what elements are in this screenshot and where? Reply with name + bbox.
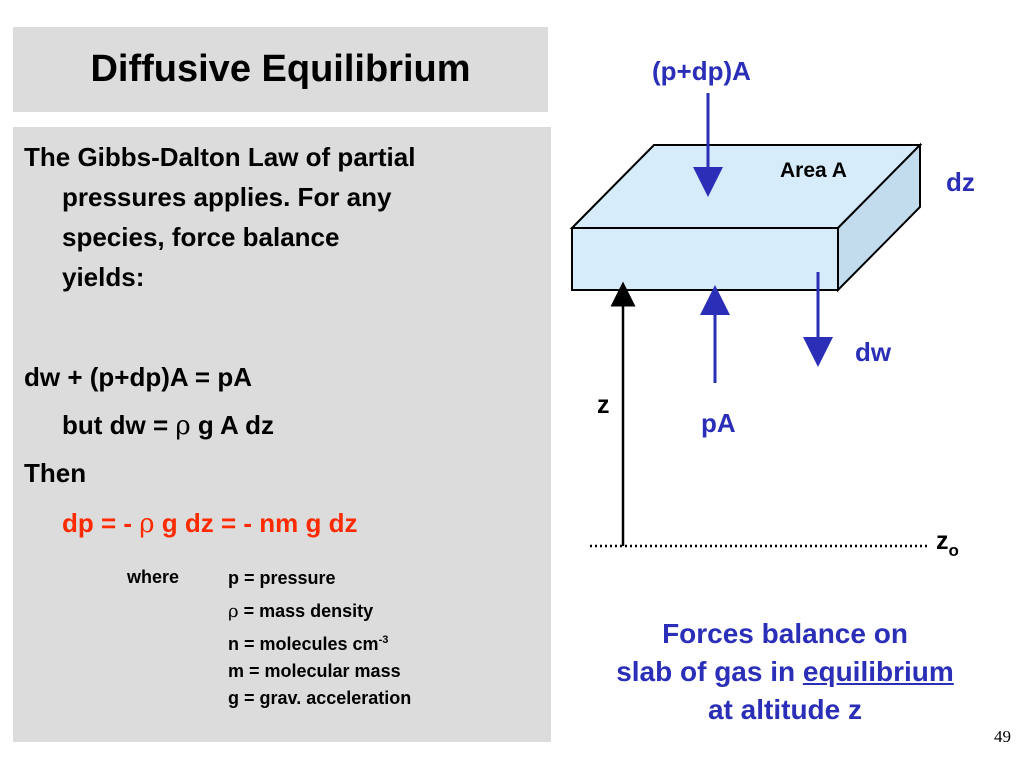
intro-line-4: yields: [62, 262, 145, 292]
definition-n: n = molecules cm-3 [228, 633, 388, 655]
equation-force-balance: dw + (p+dp)A = pA [24, 362, 252, 392]
equation-weight: but dw = ρ g A dz [62, 410, 274, 441]
equation-weight-prefix: but dw = [62, 410, 176, 440]
equation-result-b: g dz = - nm g dz [154, 508, 358, 538]
intro-line-2: pressures applies. For any [62, 182, 392, 212]
definition-n-exponent: -3 [378, 634, 389, 646]
caption-line-3: at altitude z [707, 694, 862, 725]
intro-line-3: species, force balance [62, 222, 340, 252]
dw-label: dw [855, 337, 892, 367]
equation-result-a: dp = - [62, 508, 140, 538]
reference-altitude-sub: o [949, 541, 959, 560]
caption-equilibrium: equilibrium [802, 656, 954, 687]
slab-front-face [571, 227, 839, 291]
where-label: where [127, 567, 180, 587]
diagram-caption: Forces balance on slab of gas in equilib… [575, 615, 995, 729]
title-box: Diffusive Equilibrium [13, 27, 548, 112]
equation-result: dp = - ρ g dz = - nm g dz [62, 508, 358, 539]
definition-g: g = grav. acceleration [228, 688, 412, 708]
rho-symbol-red: ρ [139, 509, 155, 539]
caption-line-2-a: slab of gas in [616, 656, 803, 687]
definition-rho-symbol: ρ [228, 601, 239, 622]
page-number: 49 [994, 727, 1011, 746]
caption-line-1: Forces balance on [662, 618, 908, 649]
body-panel: The Gibbs-Dalton Law of partial pressure… [13, 127, 551, 742]
rho-symbol: ρ [175, 411, 191, 441]
pA-label: pA [701, 408, 736, 438]
intro-line-1: The Gibbs-Dalton Law of partial [24, 142, 416, 172]
equation-weight-suffix: g A dz [190, 410, 274, 440]
definition-m: m = molecular mass [228, 661, 401, 681]
dz-label: dz [946, 167, 975, 197]
caption-line-2: slab of gas in equilibrium [575, 653, 995, 691]
definition-n-text: n = molecules cm [228, 634, 379, 654]
definition-rho: ρ = mass density [228, 600, 373, 623]
altitude-label: z [597, 391, 610, 419]
top-force-label: (p+dp)A [652, 56, 751, 86]
slide-title: Diffusive Equilibrium [90, 48, 471, 90]
area-label: Area A [780, 159, 847, 182]
reference-altitude-label: zo [936, 527, 959, 560]
definition-rho-text: = mass density [238, 601, 374, 621]
reference-altitude-main: z [936, 527, 949, 555]
definition-p: p = pressure [228, 568, 336, 588]
then-label: Then [24, 458, 87, 488]
